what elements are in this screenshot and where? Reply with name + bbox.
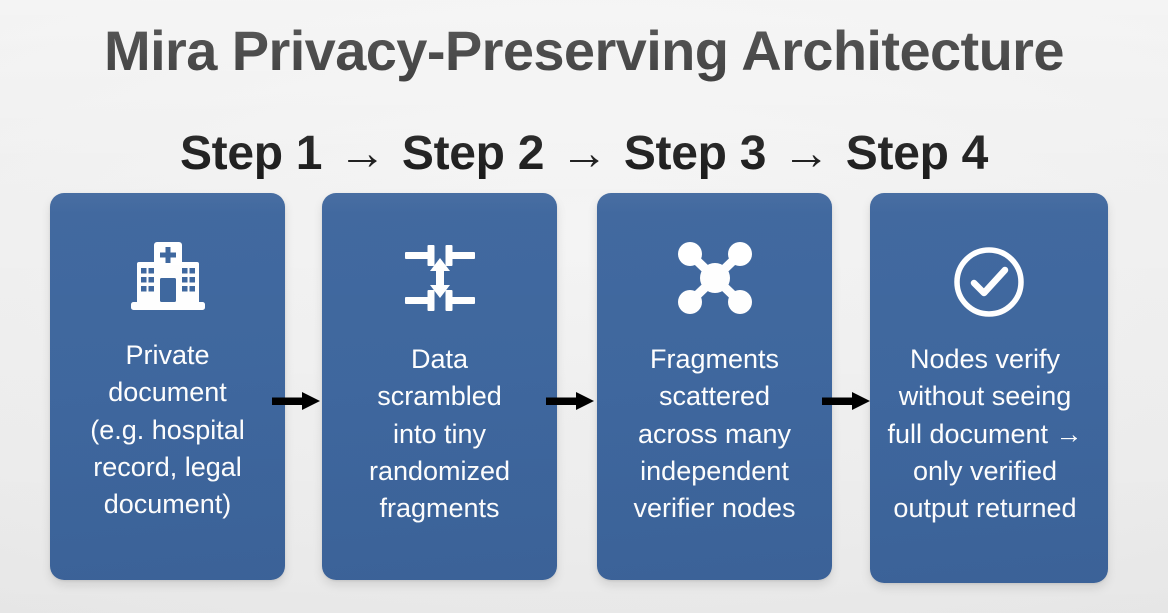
step-label-4: Step 4: [845, 127, 989, 180]
step-card-4-text: Nodes verify without seeing full documen…: [887, 344, 1083, 523]
step-sequence-row: Step 1 → Step 2 → Step 3 → Step 4: [0, 126, 1168, 181]
step-arrow-1: →: [338, 127, 386, 180]
step-label-2: Step 2: [401, 127, 545, 180]
check-circle-icon: [951, 239, 1027, 325]
scramble-compress-icon: [401, 235, 479, 321]
step-card-3[interactable]: Fragments scattered across many independ…: [597, 193, 832, 580]
step-label-1: Step 1: [179, 127, 323, 180]
hospital-icon: [129, 235, 207, 321]
page-title: Mira Privacy-Preserving Architecture: [104, 19, 1064, 82]
network-nodes-icon: [675, 235, 755, 321]
arrow-step2-to-step3: [546, 391, 594, 411]
step-card-1-text: Private document (e.g. hospital record, …: [90, 340, 245, 519]
arrow-step1-to-step2: [272, 391, 320, 411]
step-card-1[interactable]: Private document (e.g. hospital record, …: [50, 193, 285, 580]
step-arrow-3: →: [782, 127, 830, 180]
step-card-3-text: Fragments scattered across many independ…: [633, 344, 796, 523]
step-label-3: Step 3: [623, 127, 767, 180]
step-arrow-2: →: [560, 127, 608, 180]
step-card-2[interactable]: Data scrambled into tiny randomized frag…: [322, 193, 557, 580]
step-card-4[interactable]: Nodes verify without seeing full documen…: [870, 193, 1108, 583]
step-card-2-text: Data scrambled into tiny randomized frag…: [368, 344, 511, 523]
arrow-step3-to-step4: [822, 391, 870, 411]
